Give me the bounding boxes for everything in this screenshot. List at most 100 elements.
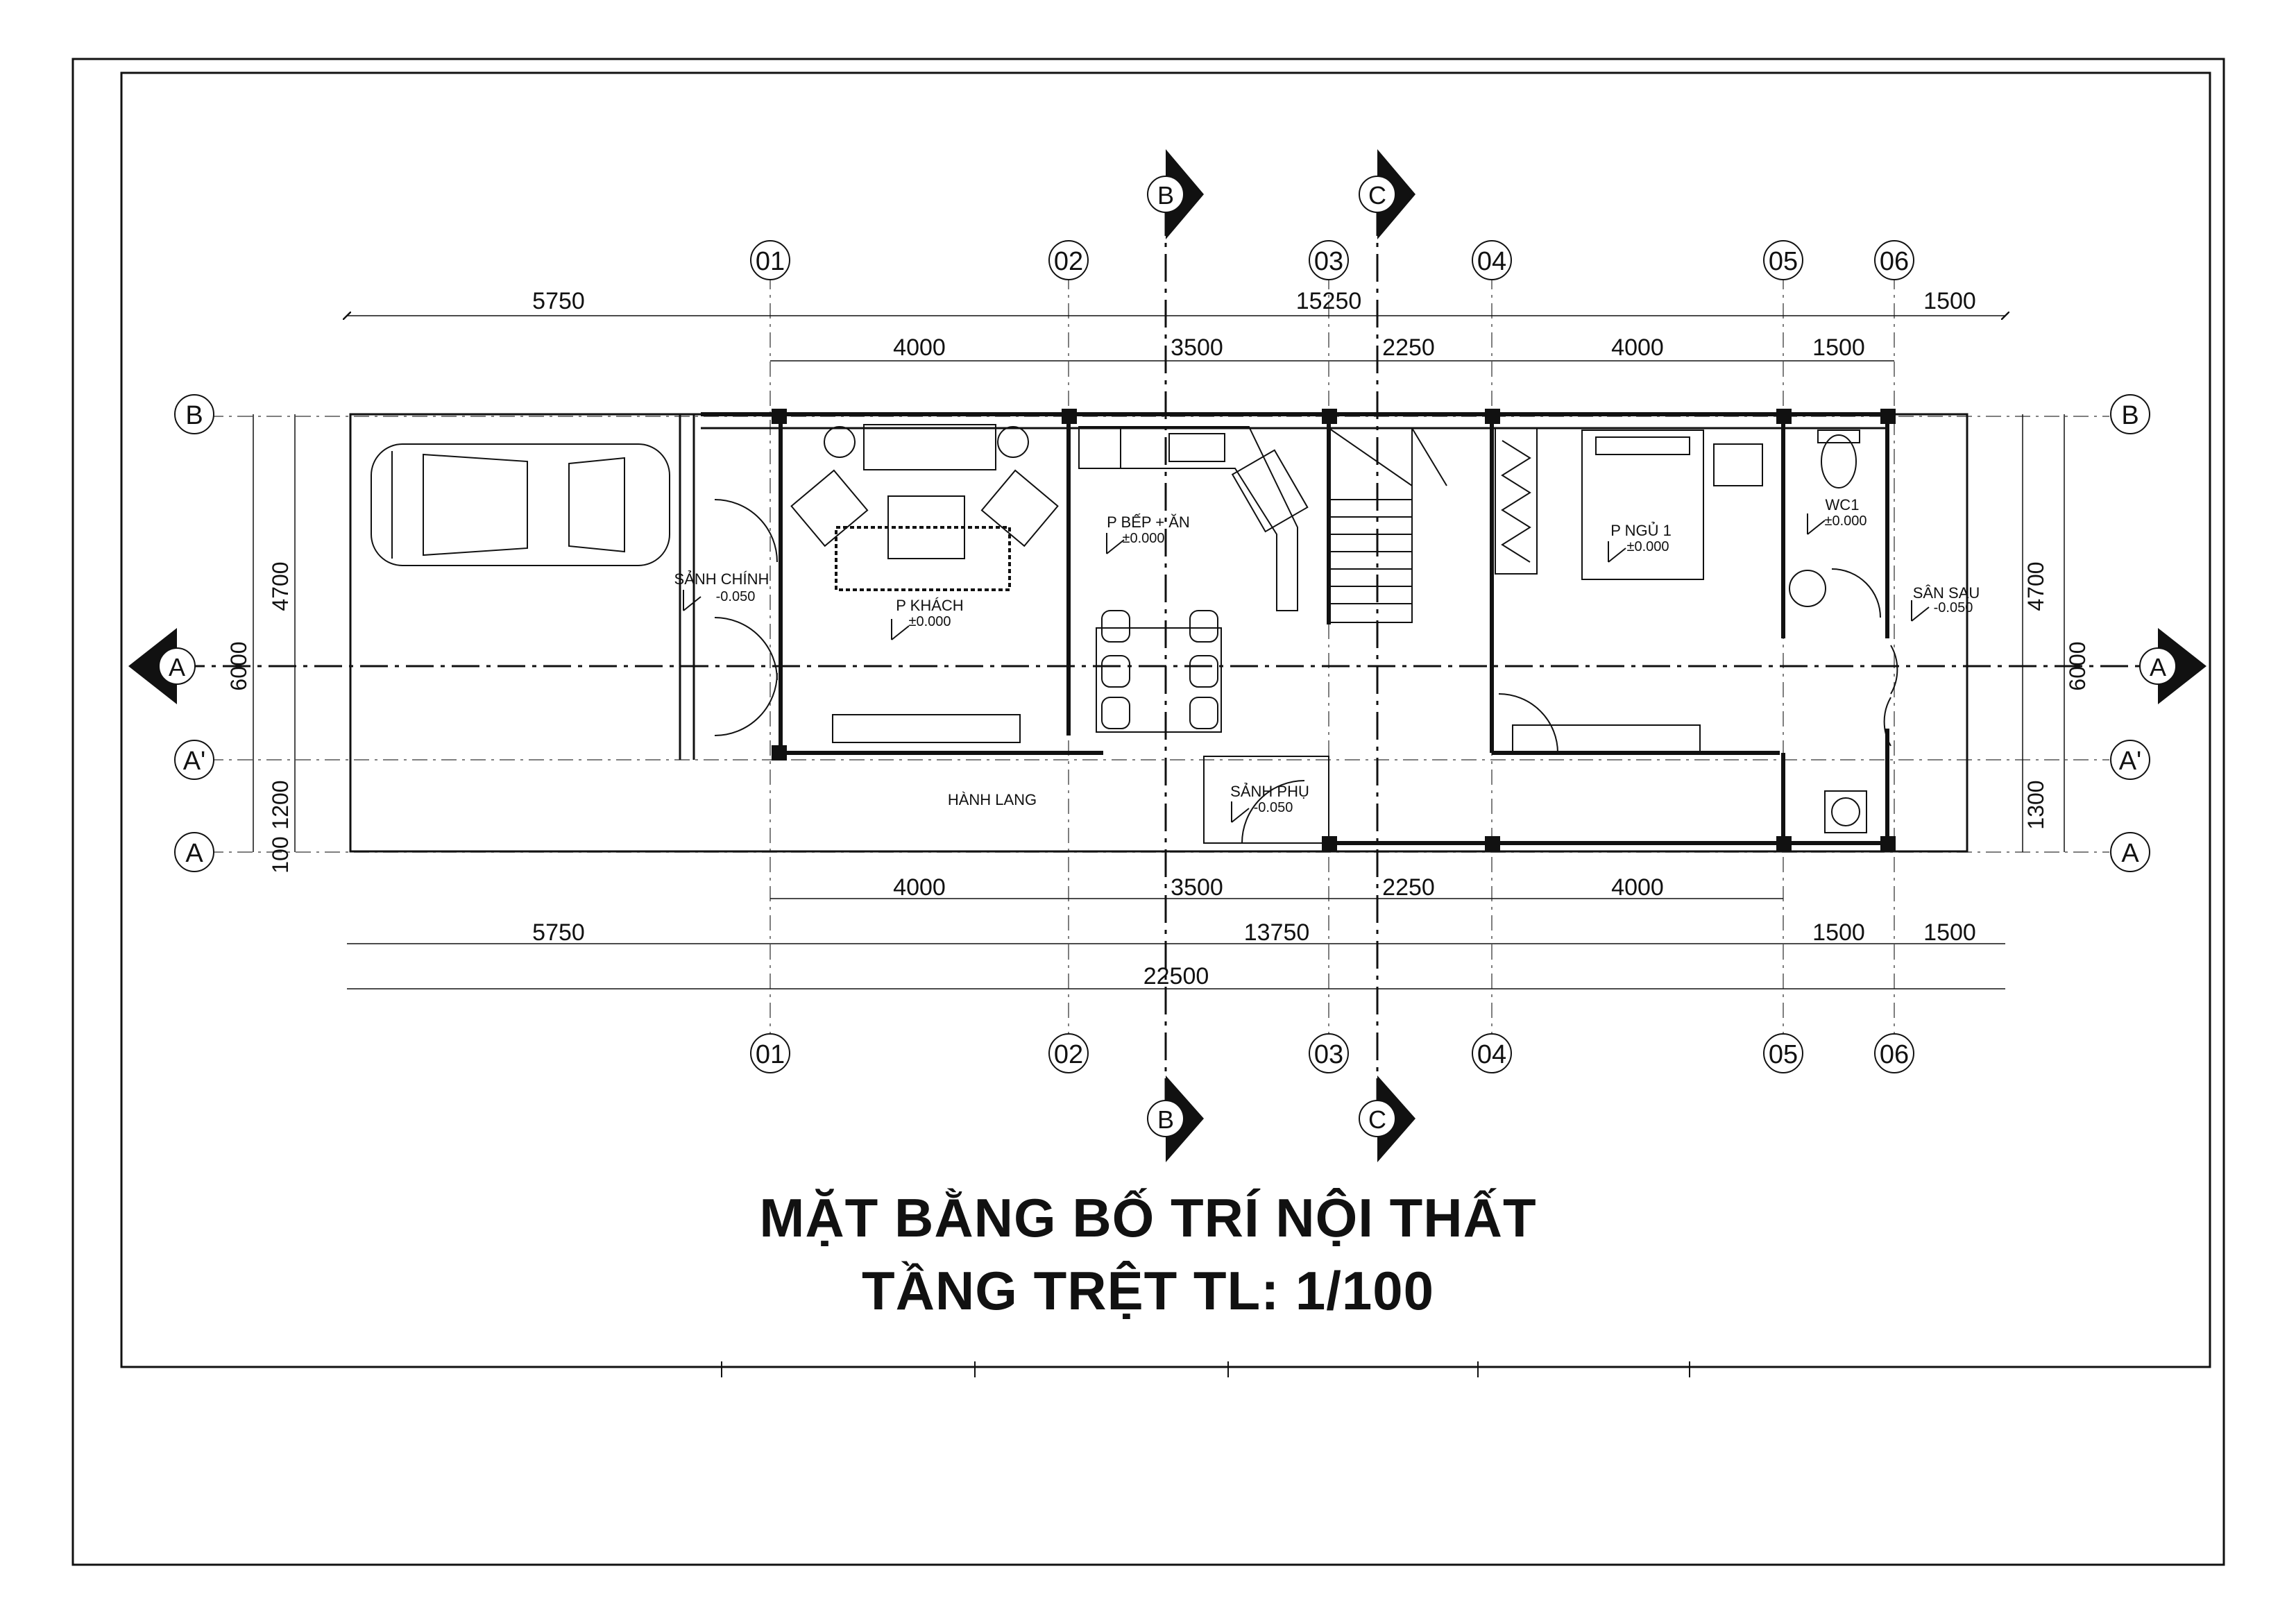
section-label-a-left: A [169, 653, 185, 681]
dim-top-detail-2: 3500 [1171, 334, 1223, 361]
dim-bottom-overall-4: 1500 [1923, 919, 1976, 946]
room-sanh-chinh-level: -0.050 [716, 589, 756, 604]
section-label-c-bottom: C [1368, 1105, 1386, 1134]
section-label-b-top: B [1157, 181, 1174, 210]
grid-bubbles-rows: B A' A B A' A [174, 394, 2150, 872]
room-ngu1-level: ±0.000 [1626, 539, 1669, 554]
grid-label-03-bottom: 03 [1314, 1040, 1343, 1069]
dim-right-inner-2: 1300 [2023, 780, 2048, 829]
grid-label-06-bottom: 06 [1880, 1040, 1909, 1069]
dim-left-outer: 6000 [226, 641, 251, 690]
grid-label-02-bottom: 02 [1054, 1040, 1083, 1069]
grid-row-label-a-prime-right: A' [2119, 747, 2142, 776]
dim-right-inner-1: 4700 [2023, 561, 2048, 611]
grid-label-01: 01 [756, 247, 785, 276]
dim-left-inner-3: 100 [268, 836, 293, 873]
room-khach-name: P KHÁCH [896, 597, 963, 614]
dim-bottom-detail-1: 4000 [893, 874, 946, 901]
dim-bottom-detail-2: 3500 [1171, 874, 1223, 901]
grid-row-label-a-right: A [2121, 839, 2139, 868]
grid-label-03: 03 [1314, 247, 1343, 276]
stairs [1328, 427, 1447, 623]
room-bep-name: P BẾP + ĂN [1107, 513, 1190, 531]
section-label-c-top: C [1368, 181, 1386, 210]
dim-bottom-detail-3: 2250 [1382, 874, 1435, 901]
room-sanh-phu-level: -0.050 [1254, 800, 1293, 815]
section-marker-a-right: A [2139, 628, 2206, 704]
grid-bubble-06: 06 [1874, 240, 1914, 280]
dim-bottom-total: 22500 [1143, 963, 1209, 989]
dim-top-detail-5: 1500 [1812, 334, 1865, 361]
dimensions-bottom: 4000 3500 2250 4000 5750 13750 1500 1500… [532, 874, 1976, 989]
grid-label-04: 04 [1477, 247, 1506, 276]
backyard-fixtures [1203, 645, 1898, 844]
site-outline [349, 413, 1968, 853]
room-khach-level: ±0.000 [908, 614, 951, 629]
grid-row-label-b-left: B [185, 401, 203, 430]
structural-columns [772, 409, 1896, 851]
title-block-dividers [721, 1361, 1690, 1377]
room-ngu1-name: P NGỦ 1 [1610, 522, 1672, 539]
section-marker-a-left: A [128, 628, 196, 704]
section-label-a-right: A [2150, 653, 2166, 681]
grid-label-06: 06 [1880, 247, 1909, 276]
kitchen-furniture [1078, 426, 1309, 733]
room-san-sau-name: SÂN SAU [1913, 584, 1980, 602]
entrance-doors [714, 499, 778, 736]
section-lines [177, 208, 2158, 1131]
section-marker-c-bottom: C [1359, 1076, 1415, 1162]
level-markers [683, 513, 1930, 823]
grid-label-01-bottom: 01 [756, 1040, 785, 1069]
room-san-sau-level: -0.050 [1934, 600, 1973, 615]
room-sanh-chinh-name: SẢNH CHÍNH [674, 570, 769, 588]
room-sanh-phu-name: SẢNH PHỤ [1230, 783, 1309, 800]
dim-bottom-overall-3: 1500 [1812, 919, 1865, 946]
room-wc1-level: ±0.000 [1824, 513, 1866, 529]
grid-row-label-a-prime-left: A' [183, 747, 206, 776]
wc-fixtures [1789, 430, 1881, 618]
room-hanh-lang-name: HÀNH LANG [948, 791, 1037, 808]
dimensions-left: 6000 4700 1200 100 [226, 561, 293, 873]
dim-left-inner-1: 4700 [268, 561, 293, 611]
grid-label-05-bottom: 05 [1769, 1040, 1798, 1069]
room-labels: SẢNH CHÍNH -0.050 P KHÁCH ±0.000 P BẾP +… [674, 496, 1980, 815]
car-icon [371, 443, 670, 566]
drawing-subtitle-scale: TẦNG TRỆT TL: 1/100 [861, 1260, 1435, 1321]
dim-top-detail-1: 4000 [893, 334, 946, 361]
grid-label-04-bottom: 04 [1477, 1040, 1506, 1069]
dim-bottom-detail-4: 4000 [1611, 874, 1664, 901]
section-marker-c-top: C [1359, 149, 1415, 239]
dim-top-overall-1: 5750 [532, 288, 585, 314]
dimensions-top: 5750 15250 1500 4000 3500 2250 4000 1500 [532, 288, 1976, 361]
grid-bubble-03: 03 [1309, 240, 1349, 280]
section-markers: B C B C A A [128, 149, 2206, 1162]
drawing-title: MẶT BẰNG BỐ TRÍ NỘI THẤT [759, 1187, 1537, 1248]
walls [701, 412, 1889, 845]
living-furniture [790, 424, 1059, 743]
grid-bubble-02: 02 [1048, 240, 1089, 280]
grid-bubbles-columns-top: 01 02 03 04 05 06 [750, 240, 1914, 280]
dim-bottom-overall-1: 5750 [532, 919, 585, 946]
grid-label-05: 05 [1769, 247, 1798, 276]
dim-left-inner-2: 1200 [268, 780, 293, 829]
section-label-b-bottom: B [1157, 1105, 1174, 1134]
room-wc1-name: WC1 [1826, 496, 1860, 513]
dim-top-detail-4: 4000 [1611, 334, 1664, 361]
grid-row-label-a-left: A [185, 839, 203, 868]
section-marker-b-bottom: B [1147, 1076, 1204, 1162]
dim-bottom-overall-2: 13750 [1244, 919, 1310, 946]
grid-label-02: 02 [1054, 247, 1083, 276]
sheet-border-outer [71, 58, 2225, 1566]
dim-top-overall-3: 1500 [1923, 288, 1976, 314]
grid-bubble-05: 05 [1763, 240, 1803, 280]
grid-bubble-04: 04 [1472, 240, 1512, 280]
grid-row-label-b-right: B [2121, 401, 2138, 430]
grid-bubble-01: 01 [750, 240, 790, 280]
dim-right-outer: 6000 [2065, 641, 2090, 690]
dimensions-right: 6000 4700 1300 [2023, 561, 2090, 829]
dimension-lines [253, 316, 2065, 989]
room-bep-level: ±0.000 [1122, 531, 1164, 546]
bedroom-furniture [1495, 427, 1763, 754]
section-marker-b-top: B [1147, 149, 1204, 239]
